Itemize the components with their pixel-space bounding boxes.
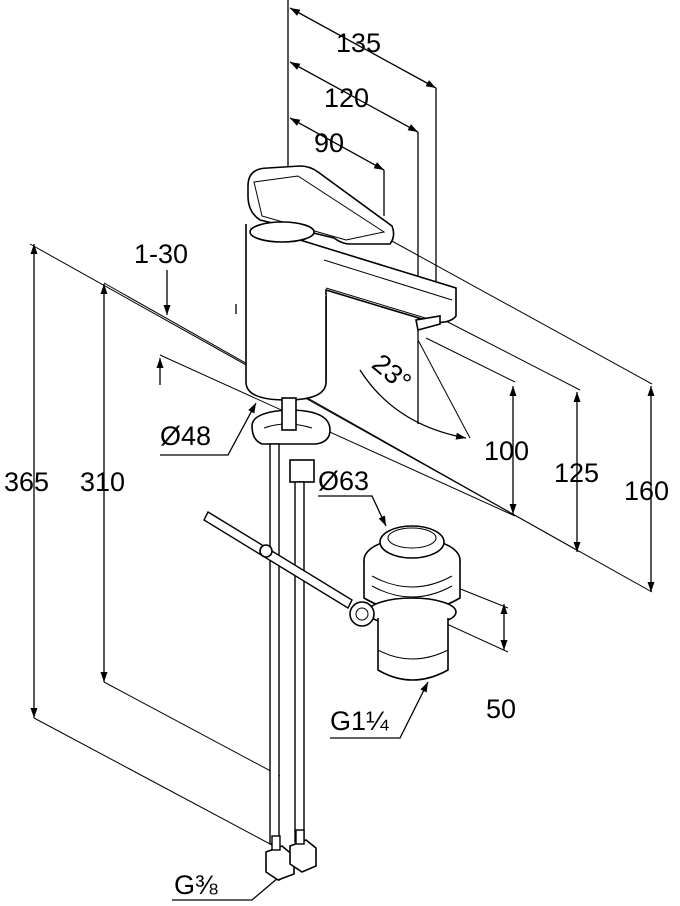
label-1-30: 1-30 — [134, 239, 188, 269]
label-50: 50 — [486, 694, 516, 724]
dimension-lines — [29, 0, 655, 901]
label-g1-1-4: G1¼ — [330, 706, 389, 736]
label-160: 160 — [624, 476, 669, 506]
label-diameter-48: Ø48 — [160, 421, 211, 451]
supply-hoses — [265, 443, 317, 881]
label-310: 310 — [80, 467, 125, 497]
dim-48-leader — [160, 402, 257, 456]
label-135: 135 — [336, 28, 381, 58]
faucet — [235, 165, 457, 483]
label-125: 125 — [554, 458, 599, 488]
hose-connector-left — [265, 845, 295, 881]
label-diameter-63: Ø63 — [318, 466, 369, 496]
label-365: 365 — [4, 467, 49, 497]
pop-up-rod — [203, 511, 353, 609]
label-90: 90 — [314, 128, 344, 158]
dim-g114-leader — [330, 681, 429, 739]
label-g3-8: G⅜ — [174, 870, 218, 900]
label-23-deg: 23° — [366, 348, 417, 397]
drain-waste — [349, 525, 461, 681]
hose-connector-right — [289, 839, 317, 873]
label-100: 100 — [484, 436, 529, 466]
label-120: 120 — [324, 83, 369, 113]
dim-63-leader — [318, 495, 387, 527]
dim-120-line — [289, 61, 419, 133]
dim-g38-leader — [172, 871, 286, 901]
dim-90-line — [289, 117, 385, 171]
dim-23-arc — [359, 369, 467, 440]
